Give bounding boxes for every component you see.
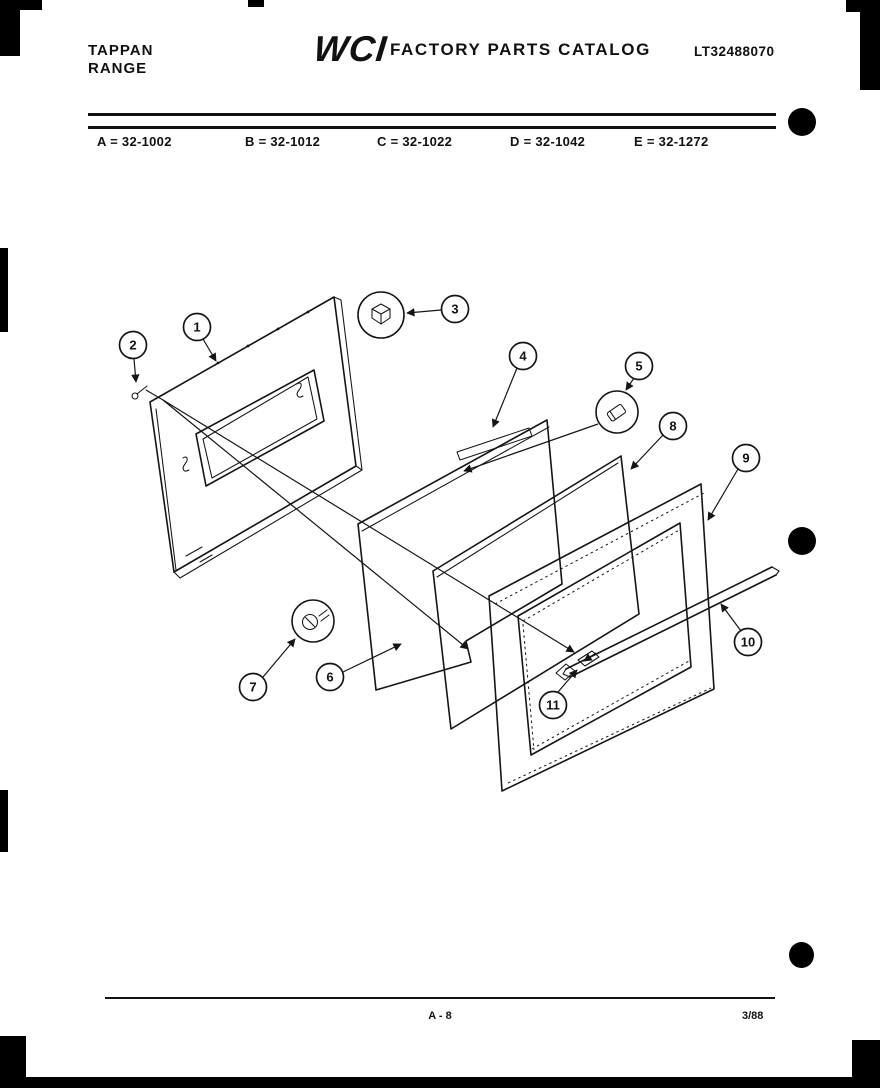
part-outer-door-panel bbox=[149, 296, 363, 579]
header-double-rule bbox=[88, 113, 776, 129]
footer-date-code: 3/88 bbox=[742, 1010, 764, 1022]
scan-artifact-top-mark bbox=[248, 0, 264, 7]
callout-number: 3 bbox=[451, 302, 458, 317]
callout-number: 8 bbox=[669, 419, 676, 434]
scan-artifact-left-bar-1 bbox=[0, 248, 8, 332]
brand-line-1: TAPPAN bbox=[88, 42, 154, 59]
callout-number: 4 bbox=[519, 349, 527, 364]
callout-number: 10 bbox=[741, 635, 755, 650]
callout-7: 7 bbox=[238, 638, 296, 702]
part-retainer-clip bbox=[577, 650, 600, 667]
scan-artifact-top-left bbox=[0, 0, 20, 56]
callout-3: 3 bbox=[406, 294, 470, 324]
model-code-d: D = 32-1042 bbox=[510, 134, 586, 149]
callout-11: 11 bbox=[538, 669, 578, 720]
scan-artifact-bottom-right bbox=[852, 1040, 880, 1088]
callout-number: 11 bbox=[546, 698, 560, 713]
binder-hole-mark-3 bbox=[789, 942, 814, 968]
model-code-a: A = 32-1002 bbox=[97, 134, 172, 149]
callout-number: 7 bbox=[249, 680, 256, 695]
callout-number: 9 bbox=[742, 451, 749, 466]
callout-1: 1 bbox=[182, 312, 217, 362]
callout-8: 8 bbox=[630, 411, 688, 470]
document-number: LT32488070 bbox=[694, 44, 775, 59]
scan-artifact-left-bar-2 bbox=[0, 790, 8, 852]
model-code-c: C = 32-1022 bbox=[377, 134, 453, 149]
brand-line-2: RANGE bbox=[88, 60, 148, 77]
scan-artifact-top-left-2 bbox=[0, 0, 42, 10]
part-door-liner bbox=[488, 483, 715, 792]
scan-artifact-bottom-strip bbox=[0, 1077, 880, 1088]
part-screw-detail bbox=[291, 599, 335, 643]
callout-9: 9 bbox=[707, 443, 761, 521]
part-knob-detail bbox=[357, 291, 405, 339]
part-roller-detail bbox=[463, 390, 639, 473]
callout-number: 6 bbox=[326, 670, 333, 685]
callout-6: 6 bbox=[315, 643, 402, 692]
callout-number: 5 bbox=[635, 359, 642, 374]
binder-hole-mark-1 bbox=[788, 108, 816, 136]
callout-5: 5 bbox=[624, 351, 654, 391]
model-code-e: E = 32-1272 bbox=[634, 134, 709, 149]
callout-4: 4 bbox=[491, 341, 538, 428]
binder-hole-mark-2 bbox=[788, 527, 816, 555]
callout-number: 2 bbox=[129, 338, 136, 353]
part-door-handle bbox=[555, 566, 780, 681]
callout-10: 10 bbox=[720, 603, 763, 657]
catalog-title: FACTORY PARTS CATALOG bbox=[390, 40, 651, 59]
part-inner-door-panel bbox=[357, 419, 563, 691]
part-door-glass bbox=[432, 455, 640, 730]
brand-name: TAPPAN RANGE bbox=[88, 42, 153, 78]
part-screw-top bbox=[131, 385, 164, 401]
scan-artifact-top-right-2 bbox=[846, 0, 880, 12]
assembly-reference-lines bbox=[162, 399, 575, 653]
footer-rule bbox=[105, 997, 775, 999]
model-code-b: B = 32-1012 bbox=[245, 134, 321, 149]
scan-artifact-top-right bbox=[860, 0, 880, 90]
footer-page-label: A - 8 bbox=[428, 1010, 452, 1022]
callout-2: 2 bbox=[118, 330, 148, 383]
callout-number: 1 bbox=[193, 320, 200, 335]
